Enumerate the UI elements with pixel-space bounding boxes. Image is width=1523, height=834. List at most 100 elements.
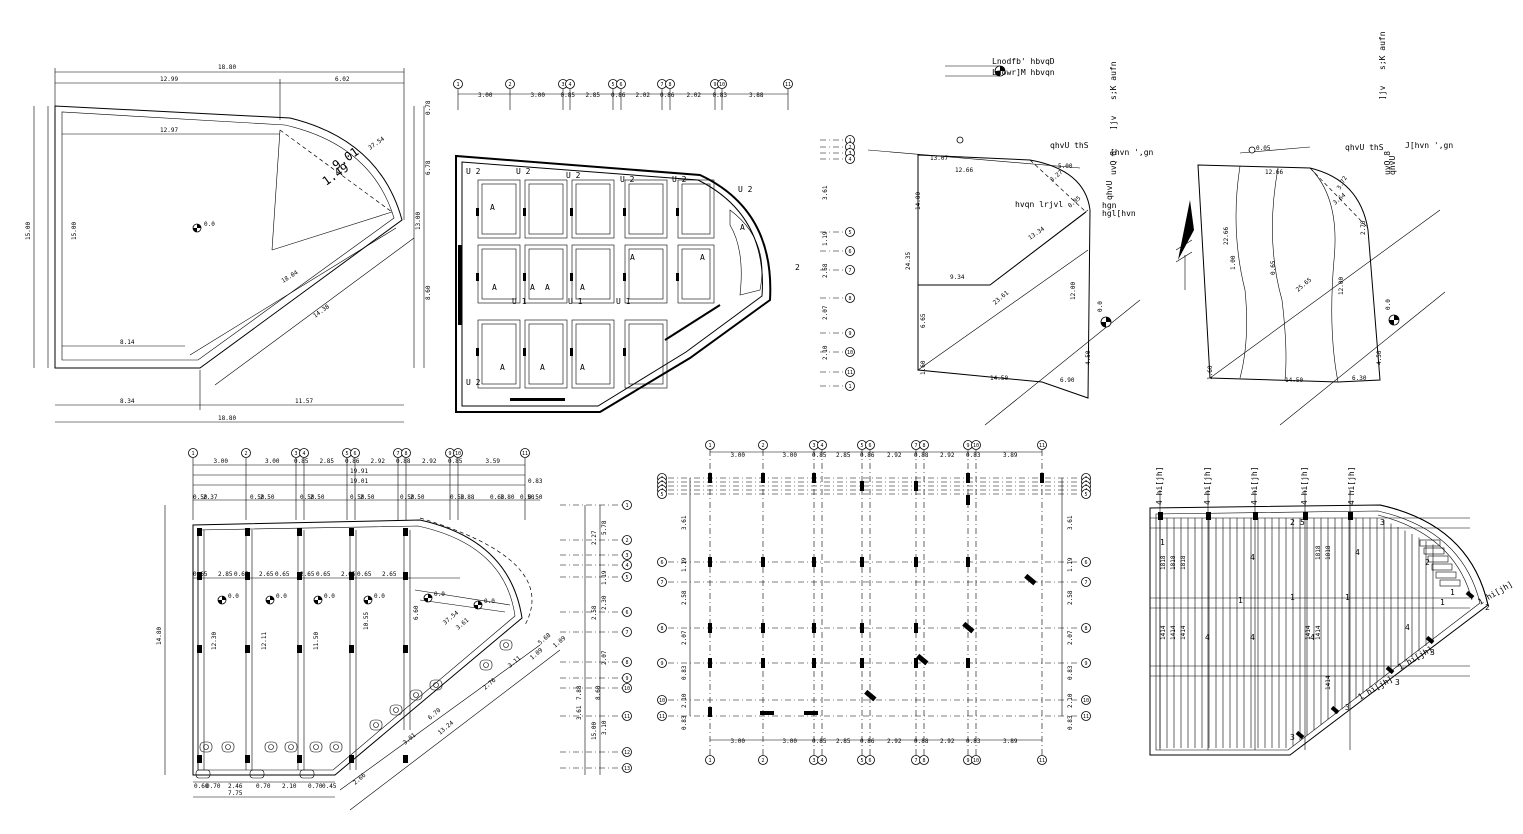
grid-bubble-label: 7 bbox=[914, 758, 917, 764]
column-mark bbox=[1348, 512, 1353, 520]
grid-bubble-label: 10 bbox=[455, 451, 461, 457]
header-line: Lnodfb' hbvqD bbox=[992, 57, 1055, 66]
dim-label: 14.00 bbox=[915, 192, 922, 210]
level-marker-fill bbox=[474, 601, 482, 609]
grid-bubble bbox=[622, 763, 632, 773]
column-mark bbox=[1040, 473, 1044, 483]
level-marker-fill bbox=[424, 594, 432, 602]
fixture-icon bbox=[499, 639, 513, 651]
dim-label: 0.85 bbox=[812, 452, 827, 459]
room-label: A bbox=[500, 363, 505, 372]
joist-number: 1818 bbox=[1160, 555, 1167, 570]
level-marker-fill bbox=[314, 596, 322, 604]
grid-bubble-label: 9 bbox=[1084, 661, 1087, 667]
dim-label: 2.70 bbox=[1360, 220, 1367, 235]
dim-label: 12.66 bbox=[955, 167, 973, 174]
dim-label: 0.86 bbox=[860, 452, 875, 459]
dim-label: 10.55 bbox=[363, 612, 370, 630]
joist-number: 1818 bbox=[1180, 555, 1187, 570]
dim-label: 3.00 bbox=[783, 452, 798, 459]
fixture-icon bbox=[203, 744, 209, 750]
column-mark bbox=[297, 755, 302, 763]
grid-bubble-label: 8 bbox=[1084, 626, 1087, 632]
grid-bubble-label: 3 bbox=[812, 758, 815, 764]
column-mark bbox=[914, 658, 918, 668]
dim-label: 0.86 bbox=[860, 738, 875, 745]
column-mark bbox=[245, 528, 250, 536]
column-mark bbox=[197, 572, 202, 580]
grid-bubble-label: 1 bbox=[625, 503, 628, 509]
dim-label: 2.10 bbox=[282, 783, 297, 790]
dim-label: 0.05 bbox=[1067, 195, 1083, 210]
dim-label: 2.58 bbox=[822, 263, 829, 278]
fixture-icon bbox=[309, 741, 323, 753]
column-mark bbox=[570, 208, 573, 216]
room-label: A bbox=[630, 253, 635, 262]
room-outline bbox=[677, 244, 715, 304]
grid-bubble-label: 11 bbox=[522, 451, 528, 457]
dim-label: 6.70 bbox=[427, 707, 443, 722]
grid-bubble bbox=[657, 557, 667, 567]
room-inner bbox=[481, 323, 517, 385]
room-label: A bbox=[580, 283, 585, 292]
column-mark bbox=[708, 557, 712, 567]
grid-bubble bbox=[845, 265, 855, 275]
dim-label: 3.00 bbox=[478, 92, 493, 99]
fixture-icon bbox=[369, 719, 383, 731]
annotation: [hvn ',gn bbox=[1110, 148, 1154, 157]
grid-bubble-label: 6 bbox=[1084, 560, 1087, 566]
grid-bubble-label: 1 bbox=[848, 384, 851, 390]
joist-number: 5 bbox=[1300, 518, 1305, 527]
joist-number: 2 bbox=[1290, 518, 1295, 527]
dim-label: 3.89 bbox=[1003, 738, 1018, 745]
grid-bubble-label: 8 bbox=[922, 443, 925, 449]
dim-label: 3.59 bbox=[486, 458, 501, 465]
column-mark bbox=[708, 473, 712, 483]
dim-label: 0.50 bbox=[400, 494, 415, 501]
dim-label: 13.00 bbox=[415, 212, 422, 230]
joist-number: 1414 bbox=[1170, 625, 1177, 640]
grid-bubble-label: 4 bbox=[568, 82, 571, 88]
side-text: uvQ 8 bbox=[1383, 151, 1392, 175]
dim-label: 14.80 bbox=[156, 627, 163, 645]
room-label: A bbox=[545, 283, 550, 292]
grid-bubble-label: 6 bbox=[625, 610, 628, 616]
room-label: A bbox=[580, 363, 585, 372]
dim-label: 8.60 bbox=[425, 285, 432, 300]
grid-bubble bbox=[616, 79, 626, 89]
column-mark bbox=[760, 711, 774, 715]
grid-bubble bbox=[845, 381, 855, 391]
dim-label: 13.24 bbox=[437, 719, 456, 736]
dim-label: 0.65 bbox=[1270, 260, 1277, 275]
grid-bubble bbox=[622, 500, 632, 510]
grid-bubble-label: 2 bbox=[761, 443, 764, 449]
grid-bubble bbox=[622, 627, 632, 637]
room-inner bbox=[528, 248, 564, 300]
column-mark bbox=[403, 755, 408, 763]
grid-bubble bbox=[657, 577, 667, 587]
joist-number: 1818 bbox=[1325, 545, 1332, 560]
room-outline bbox=[524, 244, 568, 304]
room-inner bbox=[528, 183, 564, 235]
joist-number: 3 bbox=[1380, 518, 1385, 527]
dim-label: 9.34 bbox=[950, 274, 965, 281]
fixture-icon bbox=[221, 741, 235, 753]
joist-block bbox=[1419, 539, 1441, 547]
dim-label: 3.61 bbox=[1067, 515, 1074, 530]
level-marker-fill bbox=[364, 596, 372, 604]
grid-bubble bbox=[783, 79, 793, 89]
dim-label: 1.19 bbox=[822, 231, 829, 246]
dim-label: 0.85 bbox=[448, 458, 463, 465]
column-mark bbox=[570, 348, 573, 356]
grid-bubble-label: 3 bbox=[848, 151, 851, 157]
annotation: hgl[hvn bbox=[1102, 209, 1136, 218]
grid-bubble bbox=[845, 293, 855, 303]
dim-label: 13.34 bbox=[1027, 225, 1046, 241]
survey-plan-2: s;K aufn ]jv uvQ 8 qhvU thS J[hvn ',gn q… bbox=[1175, 31, 1453, 426]
grid-bubble bbox=[505, 79, 515, 89]
dim-label: 2.07 bbox=[822, 305, 829, 320]
dim-label: 1.19 bbox=[681, 557, 688, 572]
dim-label: 14.38 bbox=[312, 303, 331, 320]
joist-number: 1 bbox=[1450, 588, 1455, 597]
grid-bubble-label: 2 bbox=[508, 82, 511, 88]
